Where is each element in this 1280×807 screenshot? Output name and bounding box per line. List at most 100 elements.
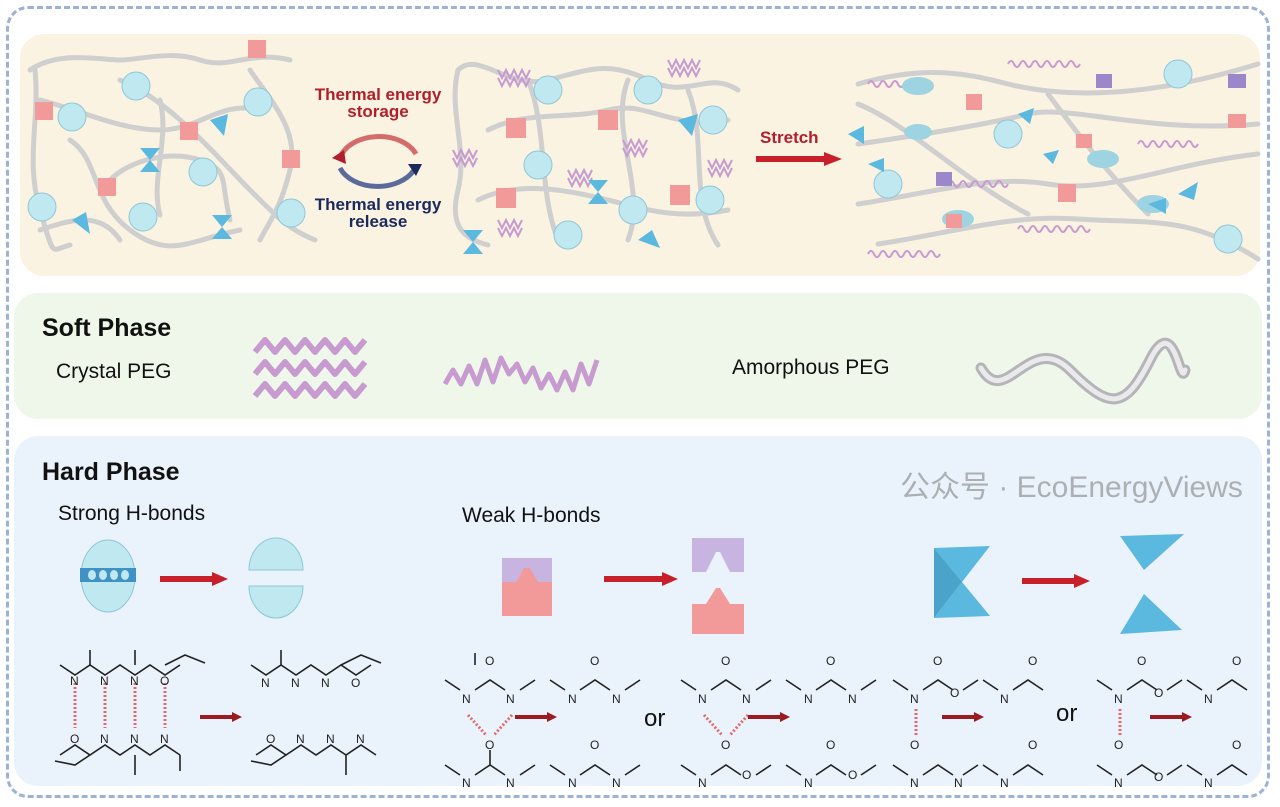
sphere-group — [27, 71, 306, 232]
svg-text:N: N — [612, 692, 621, 706]
svg-text:N: N — [1204, 692, 1213, 706]
strong-break-arrow-icon — [160, 572, 228, 586]
svg-text:N: N — [130, 732, 139, 746]
svg-text:N: N — [910, 692, 919, 706]
urethane-arrow-icon — [1150, 712, 1192, 722]
svg-text:N: N — [506, 776, 515, 790]
urea-arrow-icon — [515, 712, 557, 722]
urea-urethane-arrow-icon — [748, 712, 790, 722]
triangle-break-arrow-icon — [1022, 574, 1090, 588]
svg-text:N: N — [70, 674, 79, 688]
hard-phase-panel — [14, 436, 1262, 786]
svg-text:N: N — [804, 692, 813, 706]
or-label-urethane: or — [1056, 700, 1078, 727]
svg-text:N: N — [356, 732, 365, 746]
svg-text:O: O — [160, 674, 169, 688]
svg-text:O: O — [1137, 654, 1146, 668]
triangle-split-icon — [1120, 534, 1184, 634]
thermal-release-label: Thermal energy release — [308, 196, 448, 230]
svg-text:O: O — [1114, 738, 1123, 752]
svg-text:N: N — [848, 692, 857, 706]
network-stretched-illustration — [848, 59, 1261, 262]
svg-text:N: N — [1114, 692, 1123, 706]
svg-text:O: O — [485, 738, 494, 752]
upy-monomers-structure: N N N O O N N N — [250, 650, 382, 775]
svg-text:O: O — [1154, 686, 1163, 700]
amorphous-peg-icon — [975, 337, 1191, 405]
storage-label-line2: storage — [347, 102, 409, 121]
release-label-line2: release — [348, 212, 408, 231]
svg-text:N: N — [160, 732, 169, 746]
svg-text:N: N — [954, 776, 963, 790]
svg-text:N: N — [462, 692, 471, 706]
thermal-cycle-arrows-icon — [332, 134, 422, 189]
svg-text:O: O — [266, 732, 275, 746]
svg-text:N: N — [804, 776, 813, 790]
svg-text:O: O — [1232, 654, 1241, 668]
outer-dashed-frame — [6, 6, 1270, 798]
soft-phase-title: Soft Phase — [42, 314, 172, 342]
svg-text:O: O — [910, 738, 919, 752]
svg-text:N: N — [1000, 692, 1009, 706]
single-peg-helix-icon — [442, 355, 600, 393]
urethane-urethane-structure: N O O N O O N O N O — [1096, 654, 1248, 790]
svg-text:N: N — [100, 674, 109, 688]
svg-text:N: N — [698, 776, 707, 790]
amorphous-peg-label: Amorphous PEG — [732, 356, 890, 379]
svg-text:N: N — [612, 776, 621, 790]
svg-text:O: O — [721, 738, 730, 752]
svg-text:O: O — [721, 654, 730, 668]
or-label-urea: or — [644, 705, 666, 732]
weak-cube-split-icon — [692, 538, 744, 634]
release-label-line1: Thermal energy — [314, 195, 442, 214]
hard-phase-title: Hard Phase — [42, 458, 180, 486]
svg-text:O: O — [590, 738, 599, 752]
svg-text:N: N — [130, 674, 139, 688]
svg-text:N: N — [506, 692, 515, 706]
strong-sphere-bonded-icon — [80, 539, 136, 613]
svg-text:N: N — [1204, 776, 1213, 790]
crystal-peg-label: Crystal PEG — [56, 360, 172, 383]
svg-text:N: N — [296, 732, 305, 746]
svg-text:N: N — [261, 676, 270, 690]
svg-text:O: O — [485, 654, 494, 668]
triangle-bonded-icon — [934, 546, 990, 618]
svg-text:N: N — [100, 732, 109, 746]
svg-text:N: N — [291, 676, 300, 690]
stretch-arrow-icon — [756, 152, 842, 166]
svg-text:N: N — [698, 692, 707, 706]
network-initial-illustration — [27, 40, 318, 252]
svg-text:N: N — [568, 692, 577, 706]
svg-text:O: O — [1028, 654, 1037, 668]
svg-text:N: N — [742, 692, 751, 706]
svg-text:N: N — [326, 732, 335, 746]
watermark-text: 公众号 · EcoEnergyViews — [900, 471, 1243, 504]
svg-text:O: O — [351, 676, 360, 690]
strong-hbonds-label: Strong H-bonds — [58, 502, 206, 525]
svg-text:O: O — [1028, 738, 1037, 752]
svg-text:O: O — [826, 738, 835, 752]
svg-text:O: O — [848, 768, 857, 782]
svg-text:O: O — [1232, 738, 1241, 752]
upy-arrow-icon — [200, 712, 242, 722]
thermal-storage-label: Thermal energy storage — [308, 86, 448, 120]
svg-text:N: N — [910, 776, 919, 790]
stretch-label: Stretch — [760, 128, 819, 147]
weak-cube-bonded-icon — [502, 558, 552, 616]
svg-text:O: O — [742, 768, 751, 782]
svg-text:N: N — [568, 776, 577, 790]
urethane-urea-arrow-icon — [942, 712, 984, 722]
crystal-peg-icon — [252, 337, 368, 399]
weak-break-arrow-icon — [604, 572, 678, 586]
svg-text:N: N — [321, 676, 330, 690]
svg-text:N: N — [462, 776, 471, 790]
svg-text:N: N — [1000, 776, 1009, 790]
svg-text:O: O — [1154, 770, 1163, 784]
weak-hbonds-label: Weak H-bonds — [462, 504, 601, 527]
storage-label-line1: Thermal energy — [314, 85, 442, 104]
svg-text:N: N — [1114, 776, 1123, 790]
strong-sphere-split-icon — [248, 537, 304, 619]
